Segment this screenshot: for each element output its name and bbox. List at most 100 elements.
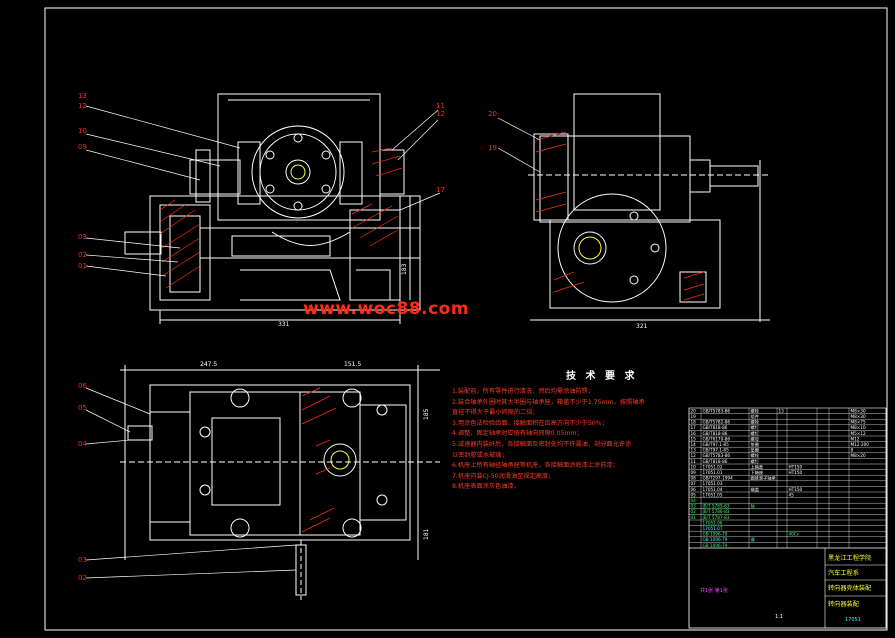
bom-cell: M8×30	[851, 414, 866, 419]
bom-cell: 上箱盖	[751, 463, 764, 470]
bom-cell: 12	[691, 453, 697, 458]
tech-line: 2.装合轴承外圈时其大半圈与轴承座，箱盖不少于1.75mm，按照轴承	[452, 398, 645, 406]
bom-cell: 17051.04	[703, 487, 723, 492]
svg-text:02: 02	[78, 574, 87, 582]
svg-text:13: 13	[78, 92, 87, 100]
svg-text:03: 03	[78, 556, 87, 564]
bom-cell: 螺栓	[751, 407, 760, 414]
bom-cell: M5×12	[851, 431, 866, 436]
bom-cell: 08	[691, 476, 697, 481]
front-height-dim: 183	[401, 263, 408, 275]
bom-cell: 17051.01	[703, 470, 723, 475]
tech-requirements-title: 技 术 要 求	[566, 371, 638, 382]
svg-text:01: 01	[78, 262, 87, 270]
tech-line: 4.调整、固定轴承时应留有轴向间隙0.05mm；	[452, 430, 583, 438]
svg-text:19: 19	[488, 144, 497, 152]
bom-cell: 14	[691, 442, 697, 447]
bom-cell: 螺钉	[751, 458, 760, 465]
bom-cell: GB/T6170-86	[703, 436, 731, 441]
bom-cell: 03	[691, 504, 697, 509]
bom-cell: 螺钉	[751, 424, 760, 431]
bom-cell: 02	[691, 509, 697, 514]
bom-cell: 10	[691, 464, 697, 469]
bom-cell: HT150	[789, 487, 803, 492]
tech-line: 8.机座表面涂灰色油漆。	[452, 483, 520, 491]
title-block-text: 转向器壳体装配	[828, 584, 871, 592]
bom-cell: 轴	[751, 503, 755, 510]
svg-text:09: 09	[78, 143, 87, 151]
svg-text:10: 10	[78, 127, 87, 135]
drawing-border	[44, 7, 888, 631]
bom-cell: 06	[691, 487, 697, 492]
bom-cell: 垫圈	[751, 441, 759, 448]
plan-view	[120, 365, 440, 600]
bom-cell: 16	[691, 431, 697, 436]
plan-dims: 247.5 151.5 185 181	[200, 361, 430, 540]
front-hatch	[159, 147, 403, 289]
bom-cell: 11	[691, 459, 697, 464]
title-block-text: 转向器装配	[828, 600, 859, 608]
bom-cell: M8×10	[851, 425, 866, 430]
side-width-dim: 321	[636, 323, 648, 330]
bom-cell: HT150	[789, 464, 803, 469]
bom-cell: 端盖	[751, 486, 759, 493]
svg-text:04: 04	[78, 440, 87, 448]
svg-text:17: 17	[436, 186, 445, 194]
bom-cell: GB/T5782-86	[703, 420, 731, 425]
bom-cell: 螺母	[751, 435, 759, 442]
side-view	[528, 93, 770, 322]
bom-cell: JB/T 5787-83	[702, 515, 730, 520]
bom-cell: 17051.07	[703, 526, 723, 531]
bom-cell: 下箱座	[751, 469, 764, 476]
tech-line: 以密封胶或水玻璃；	[452, 451, 508, 459]
bom-cell: 45	[789, 492, 795, 497]
bom-cell: GB/T97.1-85	[703, 442, 730, 447]
bom-cell: 13	[779, 408, 785, 413]
bom-cell: 19	[691, 414, 697, 419]
svg-text:20: 20	[488, 110, 497, 118]
bom-cell: GB/T818-86	[703, 459, 728, 464]
bom-cell: 05	[691, 492, 697, 497]
svg-text:03: 03	[78, 233, 87, 241]
plan-hatch	[301, 387, 337, 533]
svg-text:05: 05	[78, 404, 87, 412]
title-block-text: 汽车工程系	[828, 569, 859, 577]
bom-cell: 垫圈	[751, 447, 759, 454]
bom-cell: M8×75	[851, 420, 866, 425]
bom-cell: GB 1096-79	[703, 543, 728, 548]
bom-cell: M12-200	[851, 442, 870, 447]
svg-text:06: 06	[78, 382, 87, 390]
watermark: www.woc88.com	[303, 299, 470, 319]
bom-cell: GB/T5783-86	[703, 408, 731, 413]
bom-cell: 17051.05	[703, 492, 723, 497]
bom-cell: 圆锥滚子轴承	[751, 475, 777, 482]
bom-cell: 20	[691, 408, 697, 413]
bom-cell: 04	[691, 498, 697, 503]
bom-cell: 17	[691, 425, 697, 430]
bom-cell: 8	[851, 448, 854, 453]
bom-cell: 13	[691, 448, 697, 453]
bom-cell: GB/T297-1994	[703, 476, 734, 481]
tech-requirements: 1.装配前，所有零件进行清洗，然后均需涂油防锈； 2.装合轴承外圈时其大半圈与轴…	[452, 387, 684, 493]
bom-cell: M12	[851, 436, 860, 441]
bom-cell: 17051.06	[703, 520, 723, 525]
title-block-text: 17051	[845, 617, 861, 623]
title-block-text: 共1张 第1张	[700, 587, 728, 594]
side-leaders	[497, 117, 541, 173]
svg-text:151.5: 151.5	[344, 361, 361, 368]
svg-text:02: 02	[78, 251, 87, 259]
bom-cell: GB/T818-86	[703, 431, 728, 436]
tech-line: 7.机座内装CJ-50润滑油至规定高度；	[452, 472, 555, 480]
bom-cell: GB/T97.1-85	[703, 448, 730, 453]
bom-cell: 01	[691, 515, 697, 520]
svg-text:181: 181	[423, 528, 430, 540]
svg-text:247.5: 247.5	[200, 361, 217, 368]
bom-cell: M8×20	[851, 453, 866, 458]
bom-cell: 螺栓	[751, 452, 760, 459]
title-block-text: 1:1	[775, 614, 783, 620]
bom-cell: JB/T 5786-83	[702, 509, 730, 514]
bom-cell: 15	[691, 436, 697, 441]
